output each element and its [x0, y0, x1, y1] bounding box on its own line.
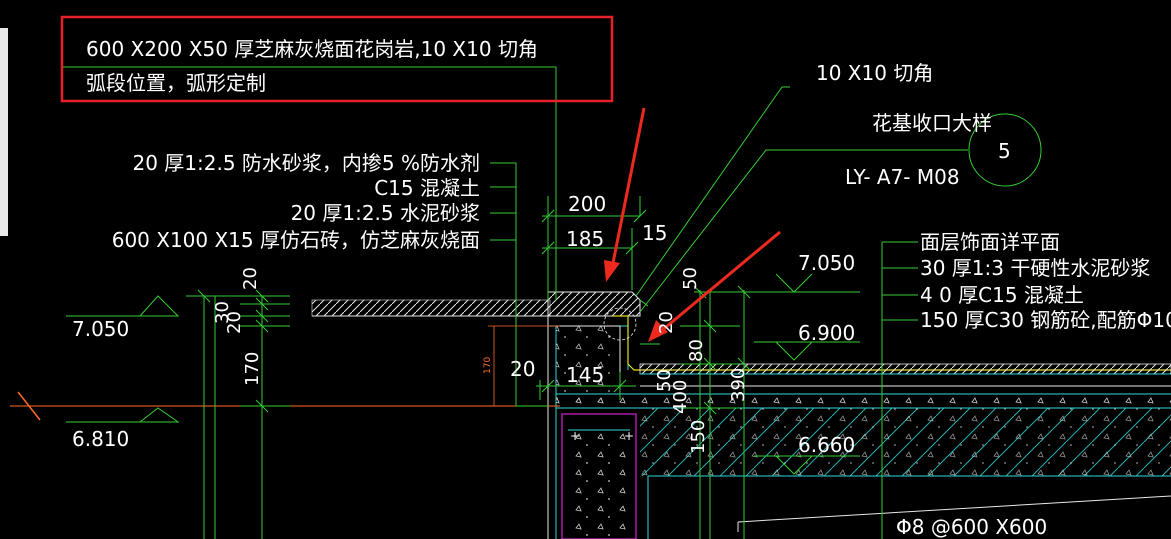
- svg-text:+: +: [624, 429, 634, 443]
- detail-sheet: LY- A7- M08: [845, 165, 960, 189]
- dim-20-left: 20: [240, 267, 261, 290]
- right-note-2: 30 厚1:3 干硬性水泥砂浆: [920, 256, 1150, 280]
- dim-185: 185: [566, 227, 604, 251]
- dim-80: 80: [686, 339, 707, 362]
- corner-note: 10 X10 切角: [816, 61, 933, 85]
- dim-150: 150: [688, 420, 709, 454]
- dim-390: 390: [728, 368, 749, 402]
- dim-20-horizontal: 20: [510, 357, 535, 381]
- left-paving-strip: [311, 299, 551, 317]
- highlight-note-line2: 弧段位置，弧形定制: [86, 71, 266, 95]
- dim-30: 30: [212, 301, 233, 324]
- granite-coping: [547, 291, 641, 317]
- highlight-note-line1: 600 X200 X50 厚芝麻灰烧面花岗岩,10 X10 切角: [86, 37, 538, 61]
- left-note-3: 20 厚1:2.5 水泥砂浆: [291, 201, 480, 225]
- elev-right-1: 7.050: [798, 251, 855, 275]
- elev-left-bottom: 6.810: [72, 427, 129, 451]
- red-arrows: [604, 107, 781, 342]
- right-note-1: 面层饰面详平面: [920, 230, 1060, 254]
- orange-dim-text: 170: [483, 357, 493, 374]
- elev-left-top: 7.050: [72, 317, 129, 341]
- svg-text:+: +: [570, 429, 580, 443]
- dim-20b: 20: [224, 311, 245, 334]
- left-note-1: 20 厚1:2.5 防水砂浆，内掺5 %防水剂: [132, 151, 480, 175]
- dim-145: 145: [566, 363, 604, 387]
- orange-dimension-170: 170: [483, 325, 560, 406]
- elev-right-3: 6.660: [798, 433, 855, 457]
- dim-50: 50: [680, 267, 701, 290]
- dim-170: 170: [242, 352, 263, 386]
- dim-15: 15: [642, 221, 667, 245]
- elev-right-2: 6.900: [798, 321, 855, 345]
- highlight-box: [60, 15, 614, 103]
- elevations: 7.050 6.810 7.050 6.900 6.660: [72, 251, 855, 457]
- dim-20-small-right: 20: [656, 311, 677, 334]
- detail-title: 花基收口大样: [872, 111, 992, 135]
- right-note-3: 4 0 厚C15 混凝土: [920, 283, 1084, 307]
- structure: + +: [311, 291, 1171, 539]
- right-notes: 面层饰面详平面 30 厚1:3 干硬性水泥砂浆 4 0 厚C15 混凝土 150…: [920, 230, 1171, 332]
- left-note-4: 600 X100 X15 厚仿石砖，仿芝麻灰烧面: [112, 228, 480, 252]
- right-note-4: 150 厚C30 钢筋砼,配筋Φ10 @1: [920, 308, 1171, 332]
- dimension-texts: 200 185 15 50 20 30 20 170 20 80 20 145 …: [212, 192, 749, 454]
- left-window-edge: [0, 28, 8, 236]
- dim-200: 200: [568, 192, 606, 216]
- left-note-2: C15 混凝土: [374, 176, 480, 200]
- detail-number: 5: [998, 139, 1011, 163]
- left-notes: 20 厚1:2.5 防水砂浆，内掺5 %防水剂 C15 混凝土 20 厚1:2.…: [112, 151, 480, 252]
- dimension-lines: [10, 66, 1042, 539]
- dim-400: 400: [670, 380, 691, 414]
- bottom-note: Φ8 @600 X600: [896, 515, 1047, 539]
- dim-50b: 50: [654, 369, 675, 392]
